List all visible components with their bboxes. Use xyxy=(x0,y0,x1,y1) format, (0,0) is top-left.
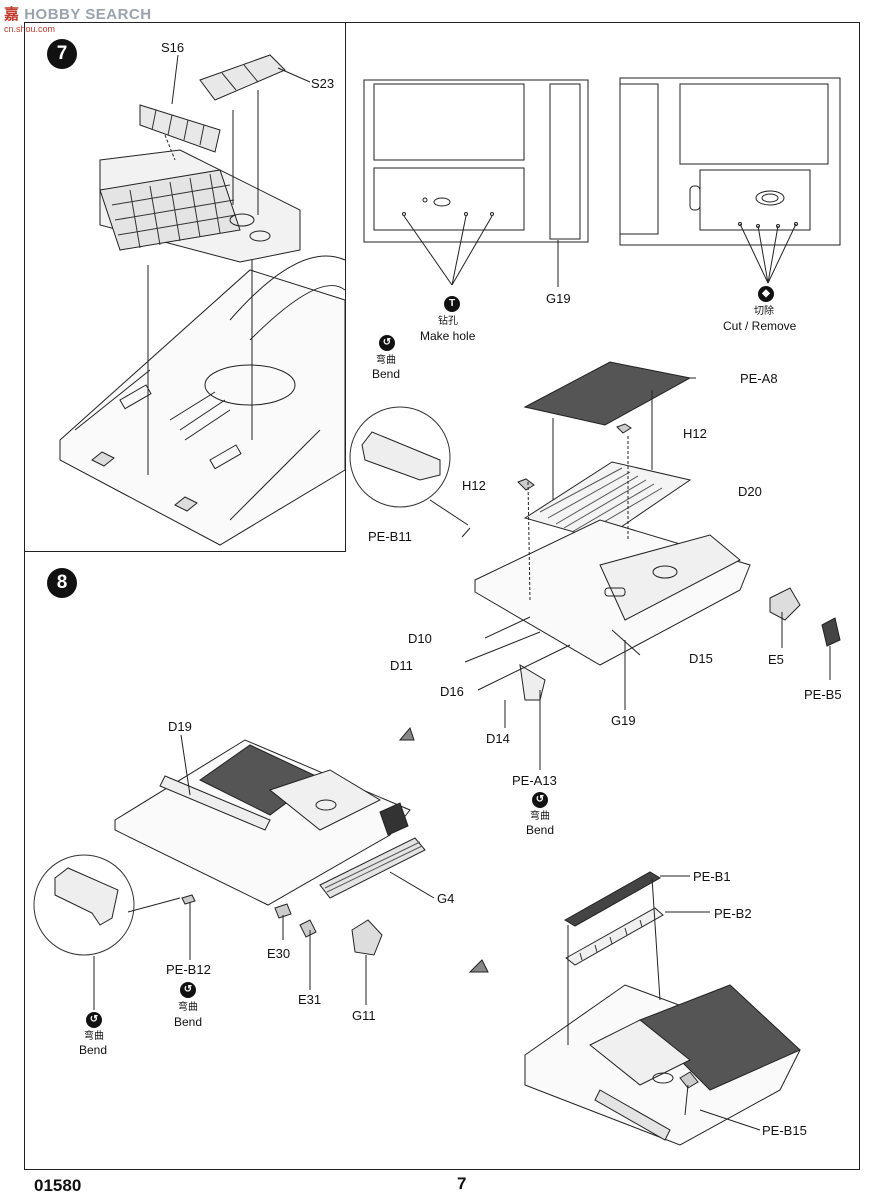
pe-a13-bend-cn: 弯曲 xyxy=(530,811,550,822)
label-e30: E30 xyxy=(267,946,291,961)
label-pe-a8: PE-A8 xyxy=(740,371,778,386)
bend-left-icon: ↺ xyxy=(86,1012,102,1028)
bend-left-cn: 弯曲 xyxy=(84,1031,104,1042)
label-pe-b1: PE-B1 xyxy=(693,869,731,884)
label-d11: D11 xyxy=(390,658,413,673)
label-s16: S16 xyxy=(161,40,185,55)
pe-a13-bend-en: Bend xyxy=(526,823,555,837)
label-d20: D20 xyxy=(738,484,762,499)
label-pe-b2: PE-B2 xyxy=(714,906,752,921)
cut-remove-icon: ◆ xyxy=(758,286,774,302)
bend-top-en: Bend xyxy=(372,367,401,381)
step-8-badge: 8 xyxy=(47,568,77,598)
watermark-prefix: 嘉 xyxy=(4,6,20,23)
make-hole-cn: 钻孔 xyxy=(438,316,458,327)
step7-frame xyxy=(24,22,346,552)
label-d14: D14 xyxy=(486,731,510,746)
label-pe-b15: PE-B15 xyxy=(762,1123,807,1138)
label-g19-top: G19 xyxy=(546,291,571,306)
label-pe-b5: PE-B5 xyxy=(804,687,842,702)
label-pe-a13: PE-A13 xyxy=(512,773,557,788)
label-e5: E5 xyxy=(768,652,784,667)
bend-top-cn: 弯曲 xyxy=(376,355,396,366)
watermark-sub: cn.shou.com xyxy=(4,24,56,34)
step-7-badge: 7 xyxy=(47,39,77,69)
cut-en: Cut / Remove xyxy=(723,319,797,333)
label-s23: S23 xyxy=(311,76,335,91)
label-pe-b11: PE-B11 xyxy=(368,529,412,544)
cut-cn: 切除 xyxy=(754,306,774,317)
footer-page-number: 7 xyxy=(457,1174,467,1193)
footer-code: 01580 xyxy=(34,1176,82,1195)
label-h12-b: H12 xyxy=(462,478,486,493)
label-g4: G4 xyxy=(437,891,455,906)
label-g11: G11 xyxy=(352,1008,376,1023)
label-d19: D19 xyxy=(168,719,192,734)
label-d16: D16 xyxy=(440,684,464,699)
label-e31: E31 xyxy=(298,992,322,1007)
watermark-text: HOBBY SEARCH xyxy=(24,6,152,23)
label-d15: D15 xyxy=(689,651,713,666)
label-h12-a: H12 xyxy=(683,426,707,441)
label-pe-b12: PE-B12 xyxy=(166,962,211,977)
label-d10: D10 xyxy=(408,631,432,646)
outer-frame xyxy=(24,22,860,1170)
watermark: 嘉 HOBBY SEARCH xyxy=(4,3,152,24)
pe-b12-bend-en: Bend xyxy=(174,1015,203,1029)
pe-b12-bend-cn: 弯曲 xyxy=(178,1002,198,1013)
pe-a13-bend-icon: ↺ xyxy=(532,792,548,808)
pe-b12-bend-icon: ↺ xyxy=(180,982,196,998)
bend-top-icon: ↺ xyxy=(379,335,395,351)
make-hole-en: Make hole xyxy=(420,329,476,343)
bend-left-en: Bend xyxy=(79,1043,108,1057)
label-g19: G19 xyxy=(611,713,636,728)
make-hole-icon: T xyxy=(444,296,460,312)
